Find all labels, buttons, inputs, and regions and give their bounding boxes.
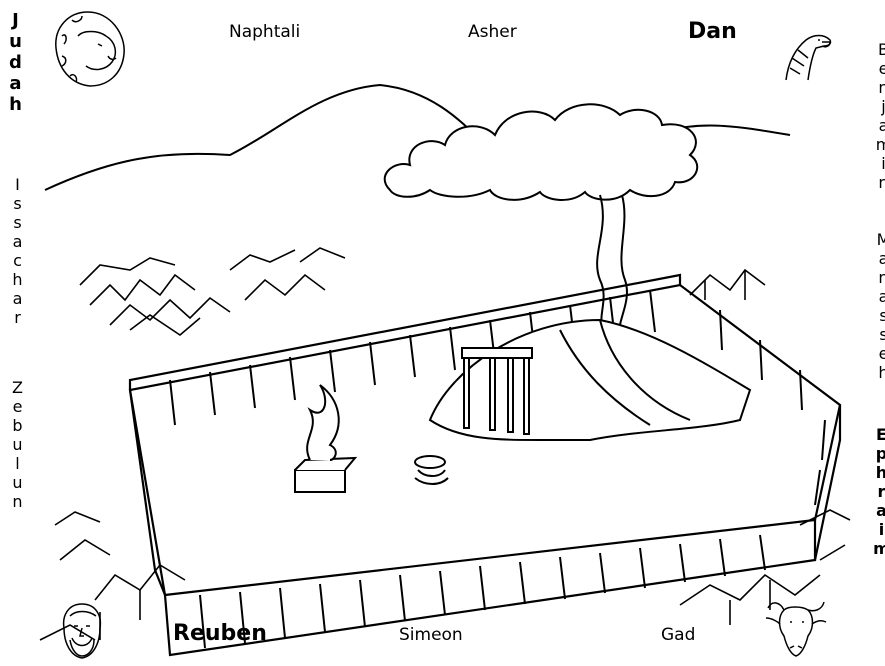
lion-icon <box>48 6 130 90</box>
tents-west <box>80 248 345 335</box>
tribe-gad-label: Gad <box>661 625 695 645</box>
tribe-issachar-label: Issachar <box>8 175 26 327</box>
tribe-manasseh: Manasseh <box>874 230 885 382</box>
tribe-issachar: Issachar <box>8 175 26 327</box>
courtyard-fence <box>130 275 840 655</box>
tribe-zebulun: Zebulun <box>8 378 26 511</box>
tribe-ephraim-label: Ephraim <box>872 425 885 558</box>
tribe-reuben-label: Reuben <box>173 621 267 646</box>
tribe-benjamin-label: Benjamin <box>874 40 885 192</box>
tents-east <box>690 270 765 300</box>
man-face-icon <box>56 600 108 662</box>
altar <box>295 385 355 492</box>
tribe-manasseh-label: Manasseh <box>874 230 885 382</box>
tribe-benjamin: Benjamin <box>874 40 885 192</box>
eagle-icon <box>776 28 834 84</box>
tribe-dan-label: Dan <box>688 19 737 44</box>
tabernacle-tent <box>430 320 750 440</box>
tribe-zebulun-label: Zebulun <box>8 378 26 511</box>
tribe-ephraim: Ephraim <box>872 425 885 558</box>
tribe-asher-label: Asher <box>468 22 517 42</box>
tribe-judah: Judah <box>6 10 24 115</box>
tribe-judah-label: Judah <box>6 10 24 115</box>
tribe-simeon-label: Simeon <box>399 625 463 645</box>
fence-posts <box>170 290 825 648</box>
laver <box>415 456 448 484</box>
ox-icon <box>762 594 830 662</box>
tribe-naphtali-label: Naphtali <box>229 22 300 42</box>
